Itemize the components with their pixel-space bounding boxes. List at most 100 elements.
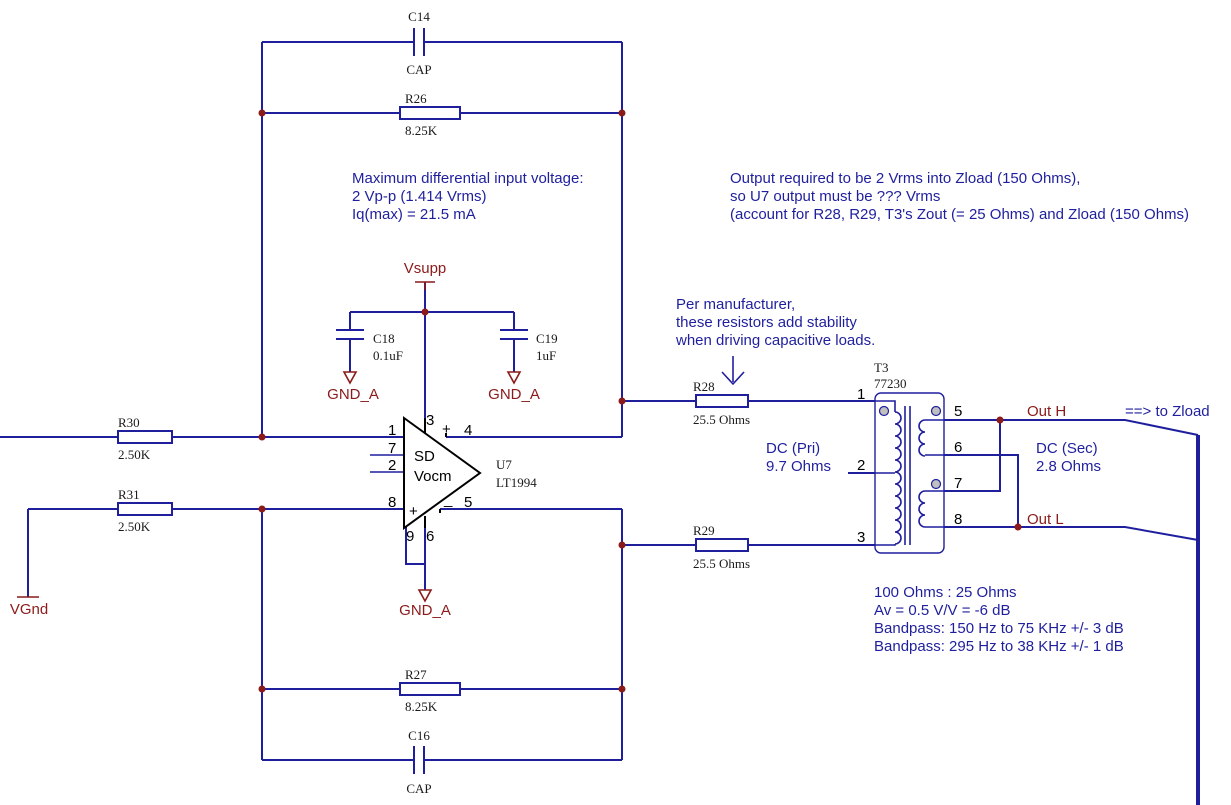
vsupp-symbol: Vsupp xyxy=(404,260,447,290)
c19-value: 1uF xyxy=(536,348,556,363)
junction xyxy=(421,308,429,316)
svg-text:these resistors add stability: these resistors add stability xyxy=(676,314,857,331)
note-transformer-specs: 100 Ohms : 25 Ohms Av = 0.5 V/V = -6 dB … xyxy=(874,584,1124,655)
u7-pin7: 7 xyxy=(388,440,396,457)
svg-text:Iq(max) = 21.5 mA: Iq(max) = 21.5 mA xyxy=(352,206,476,223)
r26-ref: R26 xyxy=(405,91,427,106)
c18-value: 0.1uF xyxy=(373,348,403,363)
svg-text:DC (Pri): DC (Pri) xyxy=(766,440,820,457)
resistor-r29[interactable]: R29 25.5 Ohms xyxy=(693,523,750,571)
r28-ref: R28 xyxy=(693,379,715,394)
transformer-t3[interactable]: T3 77230 1 2 3 5 6 7 8 xyxy=(857,360,962,554)
opamp-u7[interactable]: SD Vocm + _ + 1 7 2 8 3 4 5 9 6 U7 LT199… xyxy=(388,412,537,545)
gnd-a-symbol-u7: GND_A xyxy=(399,589,451,619)
resistor-r30[interactable]: R30 2.50K xyxy=(117,415,173,462)
capacitor-c18[interactable]: C18 0.1uF xyxy=(336,329,403,363)
svg-text:2.8 Ohms: 2.8 Ohms xyxy=(1036,458,1101,475)
gnd-a-symbol-c18: GND_A xyxy=(327,371,379,403)
junction xyxy=(258,433,266,441)
note-dc-primary: DC (Pri) 9.7 Ohms xyxy=(766,440,831,475)
c14-value: CAP xyxy=(406,62,431,77)
t3-pin7: 7 xyxy=(954,475,962,492)
net-label-out-l: Out L xyxy=(1027,511,1064,528)
svg-text:so U7 output must be ??? Vrms: so U7 output must be ??? Vrms xyxy=(730,188,940,205)
u7-sd-label: SD xyxy=(414,448,435,465)
capacitor-c19[interactable]: C19 1uF xyxy=(500,329,558,363)
svg-text:Maximum differential input vol: Maximum differential input voltage: xyxy=(352,170,584,187)
c16-value: CAP xyxy=(406,781,431,796)
capacitor-c14[interactable]: C14 CAP xyxy=(406,9,431,77)
resistor-r26[interactable]: R26 8.25K xyxy=(399,91,461,138)
u7-pin8: 8 xyxy=(388,494,396,511)
r26-value: 8.25K xyxy=(405,123,438,138)
gnd-a-label-c18: GND_A xyxy=(327,386,379,403)
wire-out-h xyxy=(1000,419,1199,436)
svg-text:Output required to be 2 Vrms i: Output required to be 2 Vrms into Zload … xyxy=(730,170,1080,187)
t3-value: 77230 xyxy=(874,376,907,391)
r28-value: 25.5 Ohms xyxy=(693,412,750,427)
net-label-to-zload: ==> to Zload xyxy=(1125,403,1210,420)
resistor-r27[interactable]: R27 8.25K xyxy=(399,667,461,714)
u7-pin6: 6 xyxy=(426,528,434,545)
svg-text:(account for R28, R29, T3's Zo: (account for R28, R29, T3's Zout (= 25 O… xyxy=(730,206,1189,223)
svg-text:Bandpass: 295 Hz to 38 KHz +/-: Bandpass: 295 Hz to 38 KHz +/- 1 dB xyxy=(874,638,1124,655)
t3-pin5: 5 xyxy=(954,403,962,420)
t3-pin1: 1 xyxy=(857,386,865,403)
vgnd-label: VGnd xyxy=(10,601,48,618)
gnd-a-label-c19: GND_A xyxy=(488,386,540,403)
svg-text:2 Vp-p (1.414 Vrms): 2 Vp-p (1.414 Vrms) xyxy=(352,188,487,205)
u7-pin3: 3 xyxy=(426,412,434,429)
wire-out-l xyxy=(1018,526,1199,541)
gnd-a-label-u7: GND_A xyxy=(399,602,451,619)
u7-pin4: 4 xyxy=(464,422,472,439)
note-max-input: Maximum differential input voltage: 2 Vp… xyxy=(352,170,584,223)
resistor-r31[interactable]: R31 2.50K xyxy=(117,487,173,534)
vsupp-label: Vsupp xyxy=(404,260,447,277)
junction xyxy=(618,109,626,117)
wire-t3-pin6-pin8 xyxy=(944,454,1019,528)
c14-ref: C14 xyxy=(408,9,430,24)
u7-minus-bot: _ xyxy=(443,491,453,508)
u7-pin9: 9 xyxy=(406,528,414,545)
resistor-r28[interactable]: R28 25.5 Ohms xyxy=(693,379,750,427)
junction xyxy=(258,505,266,513)
wires xyxy=(0,41,1200,805)
r29-ref: R29 xyxy=(693,523,715,538)
svg-text:Bandpass: 150 Hz to 75 KHz +/-: Bandpass: 150 Hz to 75 KHz +/- 3 dB xyxy=(874,620,1124,637)
r31-ref: R31 xyxy=(118,487,140,502)
svg-text:9.7 Ohms: 9.7 Ohms xyxy=(766,458,831,475)
r29-value: 25.5 Ohms xyxy=(693,556,750,571)
capacitor-c16[interactable]: C16 CAP xyxy=(406,728,431,796)
junction xyxy=(258,685,266,693)
vgnd-symbol: VGnd xyxy=(10,596,48,618)
r30-value: 2.50K xyxy=(118,447,151,462)
gnd-a-symbol-c19: GND_A xyxy=(488,371,540,403)
net-label-out-h: Out H xyxy=(1027,403,1066,420)
t3-pin3: 3 xyxy=(857,529,865,546)
junction xyxy=(618,685,626,693)
r31-value: 2.50K xyxy=(118,519,151,534)
t3-ref: T3 xyxy=(874,360,888,375)
u7-pin1: 1 xyxy=(388,422,396,439)
junction xyxy=(258,109,266,117)
note-stability: Per manufacturer, these resistors add st… xyxy=(675,296,875,349)
junction xyxy=(618,541,626,549)
junctions xyxy=(258,109,1022,693)
u7-pin2: 2 xyxy=(388,457,396,474)
c18-ref: C18 xyxy=(373,331,395,346)
r30-ref: R30 xyxy=(118,415,140,430)
svg-text:100 Ohms : 25 Ohms: 100 Ohms : 25 Ohms xyxy=(874,584,1017,601)
wire-pin9 xyxy=(405,525,425,565)
u7-vocm-label: Vocm xyxy=(414,468,452,485)
r27-value: 8.25K xyxy=(405,699,438,714)
u7-plus-top: + xyxy=(442,421,451,438)
c19-ref: C19 xyxy=(536,331,558,346)
c16-ref: C16 xyxy=(408,728,430,743)
svg-text:DC (Sec): DC (Sec) xyxy=(1036,440,1098,457)
svg-text:Av = 0.5 V/V = -6 dB: Av = 0.5 V/V = -6 dB xyxy=(874,602,1010,619)
svg-text:when driving capacitive loads.: when driving capacitive loads. xyxy=(675,332,875,349)
u7-plus-bot: + xyxy=(409,503,418,520)
note-output-requirement: Output required to be 2 Vrms into Zload … xyxy=(730,170,1189,223)
t3-pin2: 2 xyxy=(857,457,865,474)
